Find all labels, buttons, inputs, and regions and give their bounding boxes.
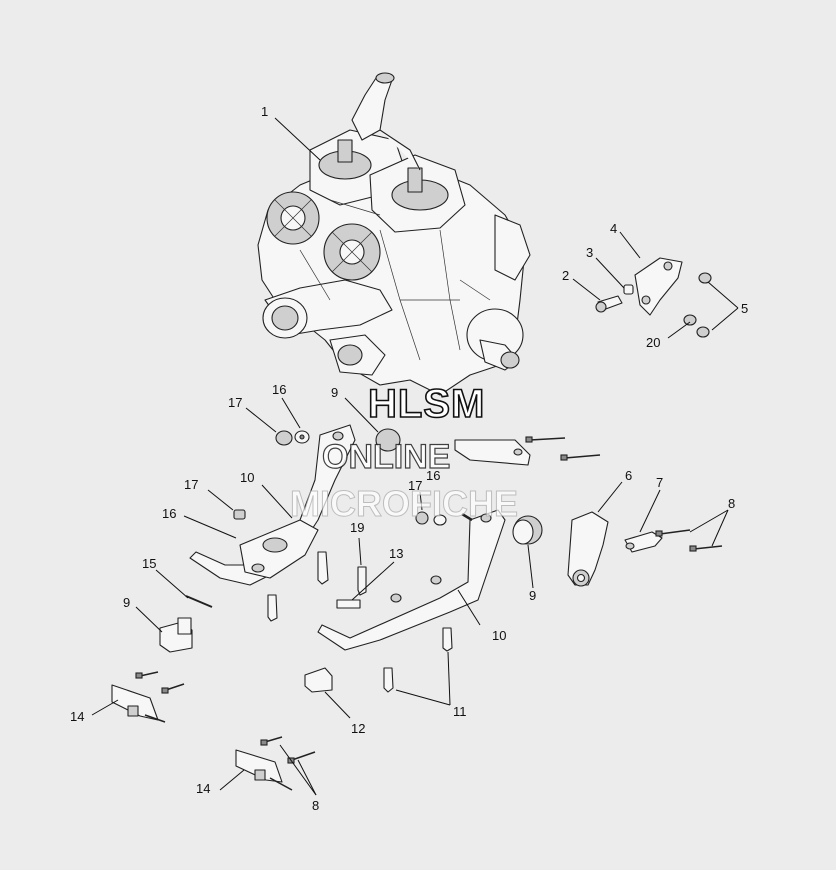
callout-14-upper: 14 [70, 709, 84, 724]
spacer-3 [623, 284, 634, 295]
callout-14-lower: 14 [196, 781, 210, 796]
callout-8-lower: 8 [312, 798, 319, 813]
callout-labels: 1 2 3 4 5 20 9 16 17 16 10 17 16 15 9 14… [70, 104, 748, 813]
spacer-13 [336, 599, 361, 609]
bolts-front-bracket [267, 551, 329, 622]
watermark: HLSM ONLINE MICROFICHE [290, 381, 519, 524]
watermark-line-2: ONLINE [322, 438, 450, 476]
callout-8-right: 8 [728, 496, 735, 511]
callout-6: 6 [625, 468, 632, 483]
callout-10-right: 10 [492, 628, 506, 643]
plate-14-lower [235, 749, 293, 791]
isolator-9-upper [375, 428, 401, 452]
callout-12: 12 [351, 721, 365, 736]
watermark-line-3: MICROFICHE [290, 483, 518, 524]
pin-rear [461, 512, 473, 522]
bolts-11 [383, 627, 453, 693]
leader-lines [91, 117, 739, 796]
callout-7: 7 [656, 475, 663, 490]
pins-8-right [655, 529, 723, 552]
isolator-9-left [159, 617, 193, 653]
callout-10-left: 10 [240, 470, 254, 485]
watermark-line-1: HLSM [368, 382, 485, 426]
plate-14-upper [111, 684, 166, 723]
bolts-5 [683, 272, 712, 338]
callout-1: 1 [261, 104, 268, 119]
washer-16-c [433, 514, 447, 526]
engine-assembly [257, 72, 531, 396]
rear-bracket-10 [317, 509, 506, 651]
isolator-9-right [512, 515, 543, 545]
bolt-19 [357, 566, 367, 596]
pins-8-left-upper [135, 671, 185, 694]
callout-9-upper: 9 [331, 385, 338, 400]
callout-2: 2 [562, 268, 569, 283]
callout-19: 19 [350, 520, 364, 535]
plate-upper-right [454, 439, 531, 466]
nut-17-c [415, 511, 429, 525]
washer-16-a [294, 430, 310, 444]
callout-4: 4 [610, 221, 617, 236]
callout-11: 11 [453, 704, 467, 719]
front-bracket-10 [189, 424, 356, 586]
callout-16-middle: 16 [426, 468, 440, 483]
callout-3: 3 [586, 245, 593, 260]
callout-15: 15 [142, 556, 156, 571]
bolt-2 [595, 295, 623, 313]
callout-5: 5 [741, 301, 748, 316]
callout-16-left: 16 [162, 506, 176, 521]
callout-20: 20 [646, 335, 660, 350]
nut-17-b [233, 509, 246, 520]
plate-7 [624, 531, 663, 553]
callout-17-middle: 17 [408, 478, 422, 493]
pins-8-lower [260, 736, 316, 764]
callout-9-right: 9 [529, 588, 536, 603]
torque-arm-6 [567, 511, 609, 587]
bracket-4 [634, 257, 683, 316]
callout-9-left: 9 [123, 595, 130, 610]
callout-16-upper: 16 [272, 382, 286, 397]
callout-17-upper: 17 [228, 395, 242, 410]
rod-15 [185, 595, 213, 608]
isolator-12 [304, 667, 333, 693]
nut-17-a [275, 430, 293, 446]
callout-17-left: 17 [184, 477, 198, 492]
callout-13: 13 [389, 546, 403, 561]
pins-upper-right [525, 436, 601, 461]
